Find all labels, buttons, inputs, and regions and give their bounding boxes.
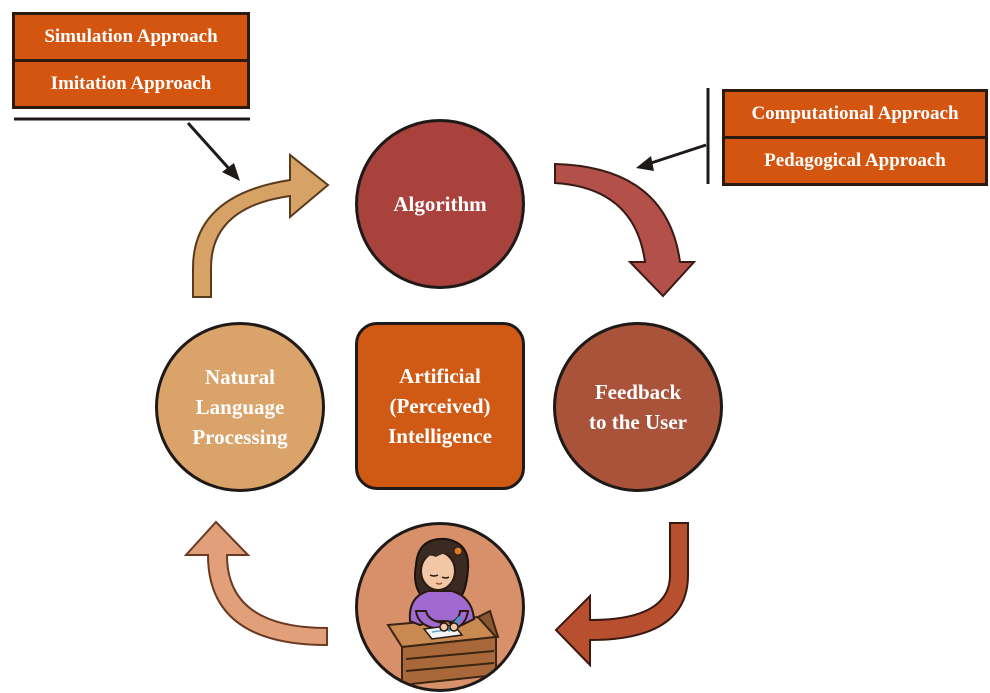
feedback-label-line-2: to the User xyxy=(589,410,687,434)
algorithm-label: Algorithm xyxy=(393,192,487,216)
imitation-approach-label: Imitation Approach xyxy=(50,73,212,94)
pedagogical-approach-box: Pedagogical Approach xyxy=(722,136,988,186)
arrow-user-to-nlp xyxy=(183,520,328,647)
nlp-label-line-3: Processing xyxy=(192,425,288,449)
nlp-label-line-1: Natural xyxy=(205,365,275,389)
arrow-feedback-to-user xyxy=(554,522,689,668)
center-label-line-3: Intelligence xyxy=(388,424,492,448)
simulation-approach-box: Simulation Approach xyxy=(12,12,250,62)
algorithm-node: Algorithm xyxy=(355,119,525,289)
imitation-approach-box: Imitation Approach xyxy=(12,59,250,109)
student-writing-icon xyxy=(386,537,500,687)
pointer-left-arrowhead xyxy=(222,163,240,181)
user-node xyxy=(355,522,525,692)
nlp-node: Natural Language Processing xyxy=(155,322,325,492)
simulation-approach-label: Simulation Approach xyxy=(44,26,218,47)
computational-approach-label: Computational Approach xyxy=(751,103,959,124)
computational-approach-box: Computational Approach xyxy=(722,89,988,139)
arrow-nlp-to-algorithm xyxy=(192,152,330,298)
pointer-right-arrow xyxy=(647,143,707,166)
feedback-node: Feedback to the User xyxy=(553,322,723,492)
nlp-label-line-2: Language xyxy=(195,395,285,419)
pedagogical-approach-label: Pedagogical Approach xyxy=(764,150,946,171)
arrow-algorithm-to-feedback xyxy=(554,162,697,298)
feedback-label-line-1: Feedback xyxy=(594,380,682,404)
center-label-line-1: Artificial xyxy=(399,364,481,388)
artificial-intelligence-node: Artificial (Perceived) Intelligence xyxy=(355,322,525,490)
center-label-line-2: (Perceived) xyxy=(389,394,491,418)
pointer-left-arrow xyxy=(186,121,234,174)
pointer-right-arrowhead xyxy=(636,156,654,171)
